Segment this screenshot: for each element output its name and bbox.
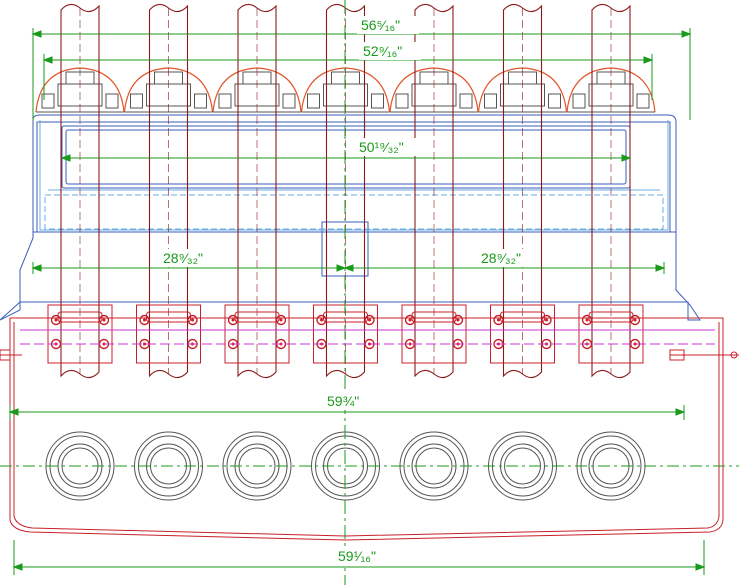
cable-entry-ring <box>588 443 634 489</box>
bolt <box>139 314 150 326</box>
bushing <box>237 3 277 379</box>
cover-window <box>61 125 631 189</box>
bolt-center <box>633 342 637 346</box>
cover-light-outline <box>39 120 669 231</box>
cable-bushings <box>60 3 631 379</box>
dimension-labels: 56⁵⁄₁₆" 52⁹⁄₁₆" 50¹⁹⁄₃₂" 28⁹⁄₃₂" 28⁹⁄₃₂"… <box>159 16 539 565</box>
terminal-lug-right <box>459 93 473 109</box>
terminal-lug-left <box>484 93 497 109</box>
dim-label-window-width: 50¹⁹⁄₃₂" <box>359 139 404 155</box>
cover-light-guides <box>39 120 669 231</box>
bushing <box>148 3 189 379</box>
bolt-center <box>545 318 548 322</box>
terminal-lug-right <box>548 93 561 109</box>
terminal-lug-left <box>41 93 55 109</box>
side-bolt-right <box>669 349 739 361</box>
terminal-lug-right <box>194 93 207 109</box>
bolt-center <box>54 318 58 322</box>
bolt-center <box>408 318 412 322</box>
bushing <box>414 3 454 379</box>
bolt-center <box>633 318 637 322</box>
terminal-lug-right <box>371 93 384 109</box>
bushing <box>502 3 543 379</box>
cover-light-rect <box>44 194 664 230</box>
bolt-slot <box>411 311 457 323</box>
box-inner-outline <box>13 322 720 537</box>
bolt-center <box>497 318 500 322</box>
bolt <box>98 314 110 326</box>
bolt-center <box>456 318 460 322</box>
dim-label-half-left: 28⁹⁄₃₂" <box>163 250 203 266</box>
dim-label-box-width: 59¾" <box>327 393 359 409</box>
bolt-center <box>368 342 371 346</box>
cover-outline <box>0 114 701 321</box>
bolt-center <box>231 318 235 322</box>
bolt-center <box>279 318 283 322</box>
bolt-plate <box>47 304 113 364</box>
bolt <box>275 314 287 326</box>
bolt-slot <box>588 311 634 323</box>
bolt <box>316 314 327 326</box>
terminal-lug-right <box>105 93 119 109</box>
bolt-plate <box>224 304 290 364</box>
dim-label-base-width: 59¹⁄₁₆" <box>338 548 376 564</box>
bushing <box>591 3 631 379</box>
cable-entry-ring <box>576 431 646 501</box>
cover-assembly <box>0 114 701 321</box>
bolt <box>187 314 198 326</box>
terminal-lug-right <box>636 93 650 109</box>
bolt-center <box>585 318 589 322</box>
bolt-center <box>368 318 371 322</box>
bolt-center <box>143 318 146 322</box>
bolt-slot <box>234 311 280 323</box>
terminal-lug-left <box>130 93 143 109</box>
bolt-slot <box>57 311 103 323</box>
enclosure-box <box>9 317 724 541</box>
bolt <box>541 314 552 326</box>
bolt <box>364 314 375 326</box>
bolt <box>50 314 62 326</box>
bolt-center <box>143 342 146 346</box>
bolt <box>452 314 464 326</box>
terminal-lug-left <box>218 93 232 109</box>
bushing <box>325 3 366 379</box>
terminal-lug-left <box>572 93 586 109</box>
terminal-lug-left <box>395 93 409 109</box>
cable-entry-ring <box>411 443 457 489</box>
bushing <box>60 3 100 379</box>
bolt-center <box>191 318 194 322</box>
bolt-plate <box>578 304 644 364</box>
dim-label-half-right: 28⁹⁄₃₂" <box>481 250 521 266</box>
bolt-plate <box>401 304 467 364</box>
cable-entry-ring <box>399 431 469 501</box>
bolt-slot <box>146 311 191 323</box>
cover-inner-outline <box>36 121 671 232</box>
bolt <box>629 314 641 326</box>
dim-label-hood-width: 52⁹⁄₁₆" <box>363 43 402 59</box>
bolt-center <box>320 318 323 322</box>
bolt <box>581 314 593 326</box>
terminal-lug-right <box>282 93 296 109</box>
box-outline <box>9 317 724 541</box>
bolt-center <box>102 318 106 322</box>
bolt-plate <box>136 304 201 364</box>
side-bolt-left <box>0 349 22 361</box>
bolt-center <box>408 342 412 346</box>
bolt <box>404 314 416 326</box>
bolt-plate <box>490 304 555 364</box>
bolt <box>493 314 504 326</box>
terminal-lug-left <box>307 93 320 109</box>
bolt-slot <box>500 311 545 323</box>
bolt <box>227 314 239 326</box>
dim-label-top-width: 56⁵⁄₁₆" <box>361 17 400 33</box>
